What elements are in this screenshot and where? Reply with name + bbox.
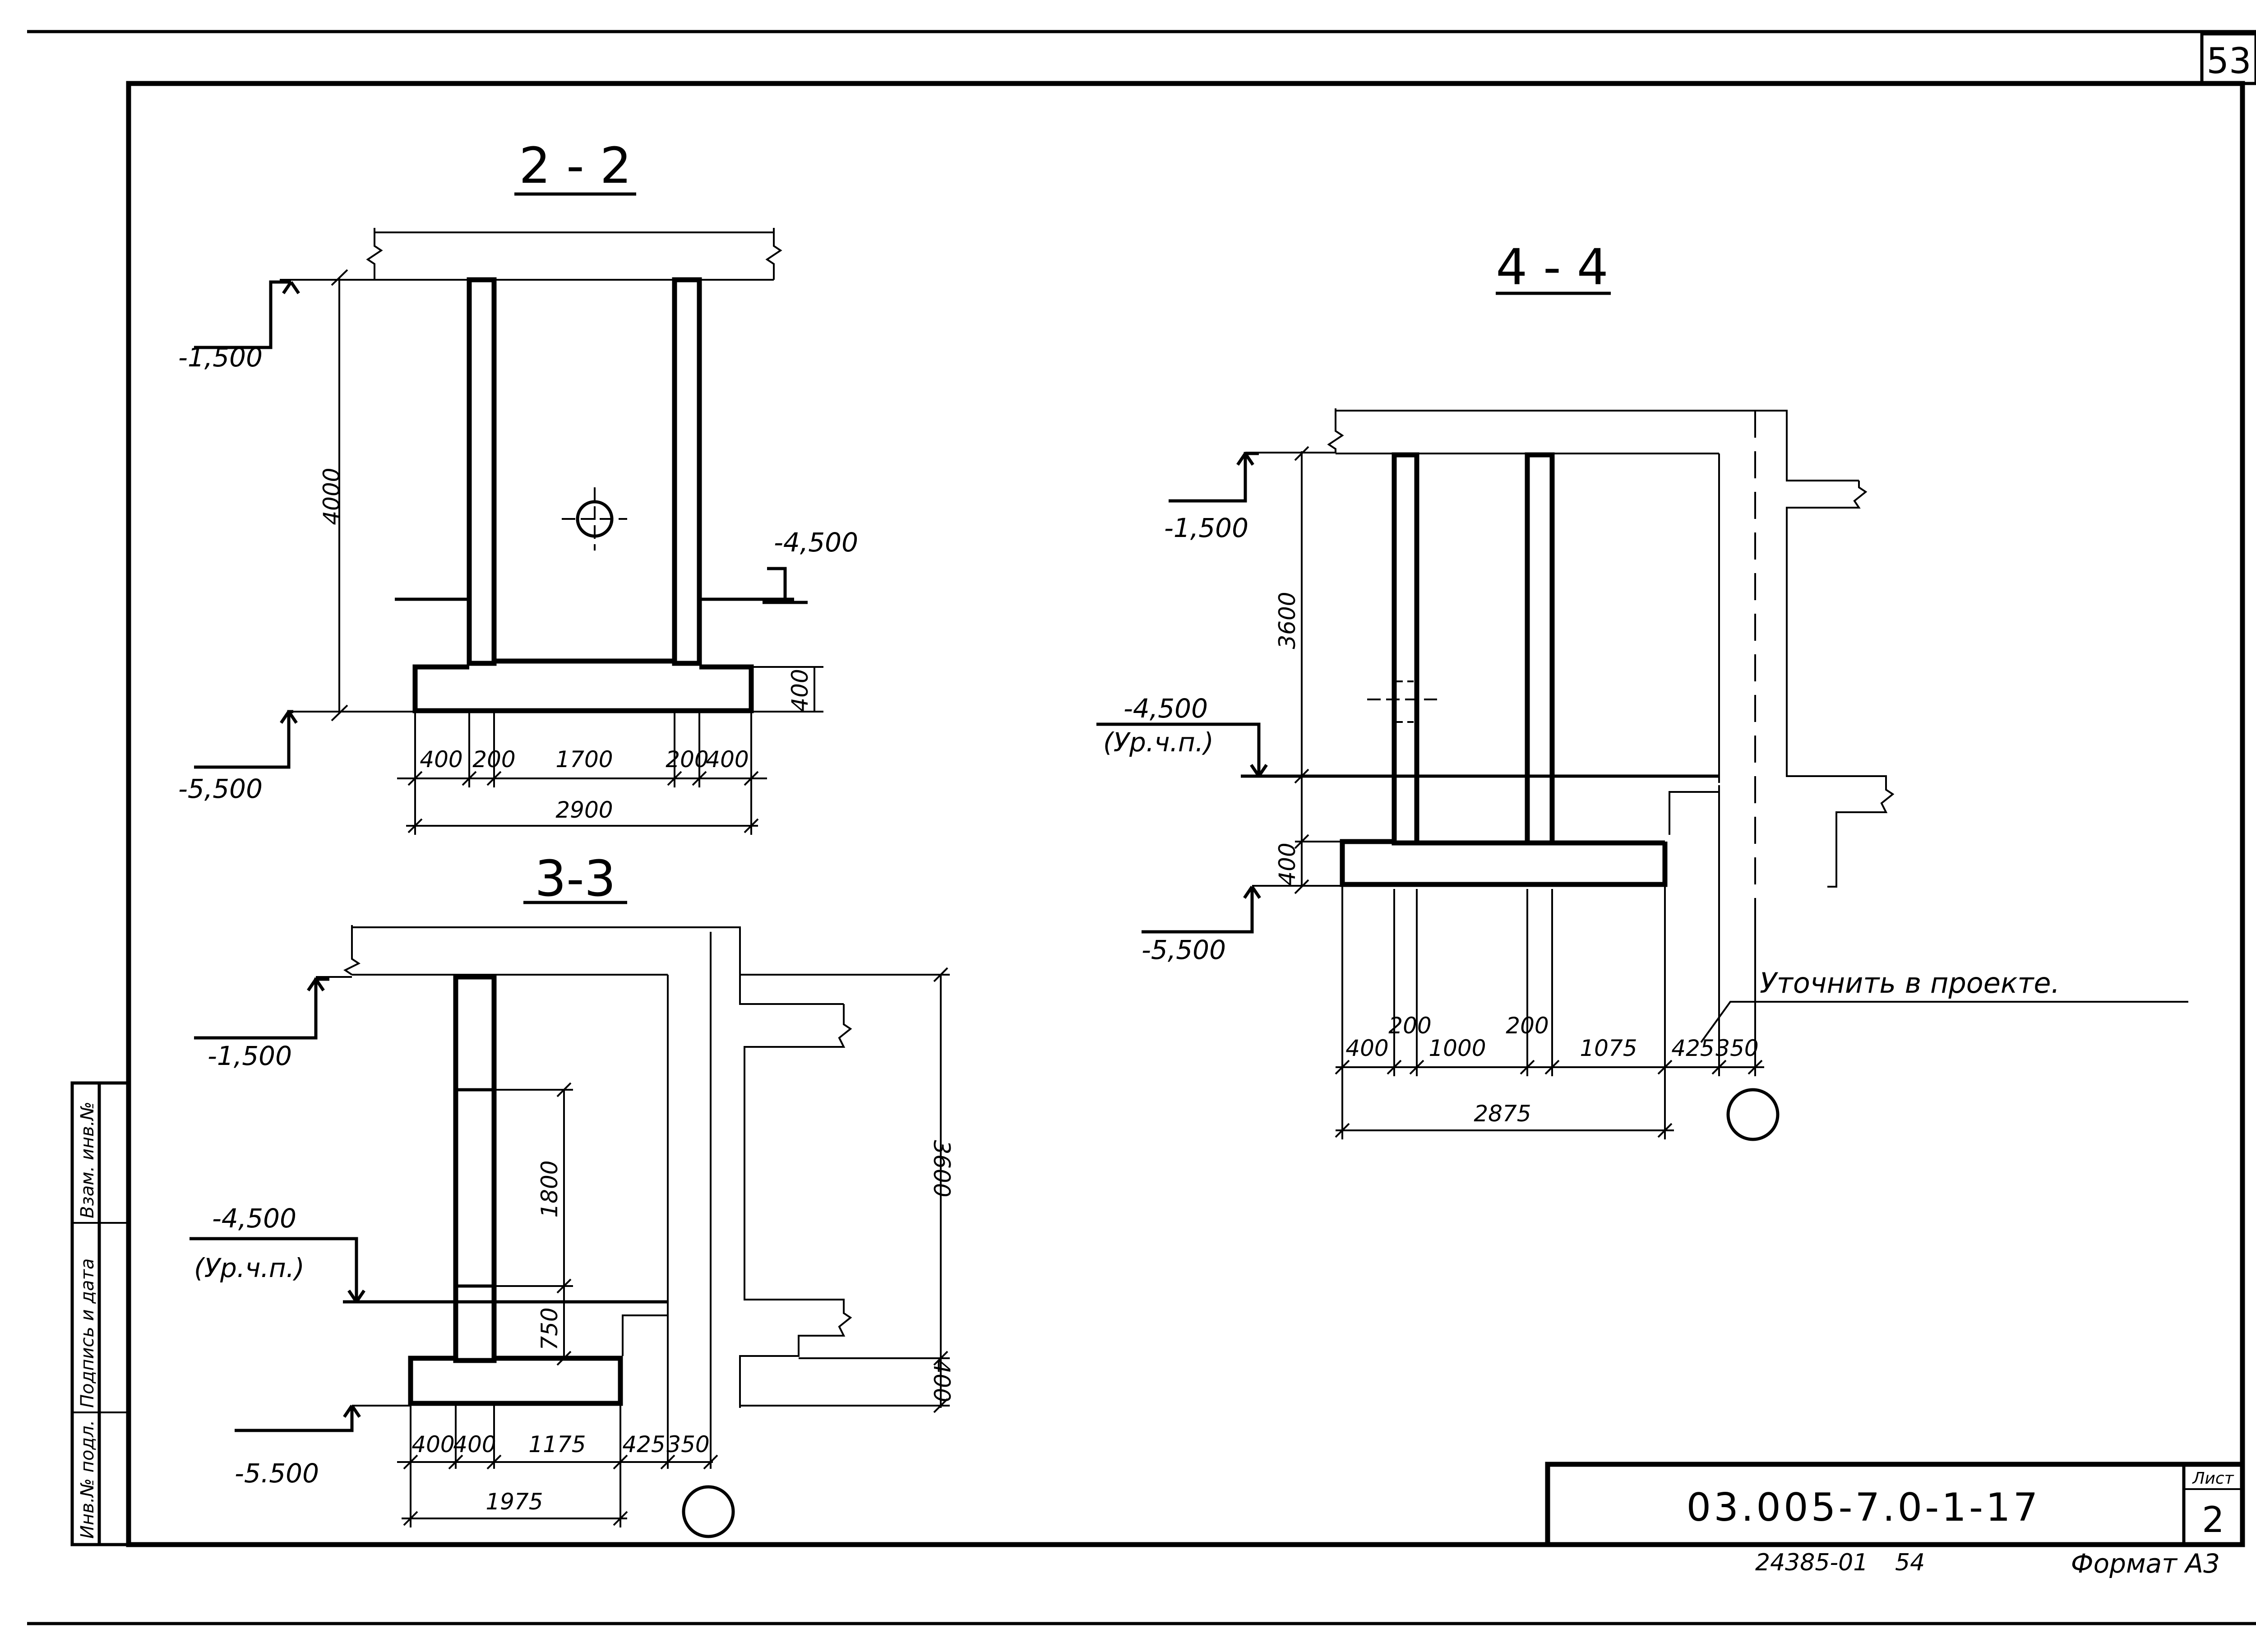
dim-2-2-d3: 1700 — [555, 746, 613, 773]
dim-3-3-d4: 425 — [622, 1431, 665, 1458]
drawing-frame — [126, 81, 2245, 1547]
page-number: 53 — [2206, 41, 2251, 82]
dim-2-2-d2: 200 — [472, 746, 515, 773]
reference-circle-4-4 — [1726, 1088, 1780, 1141]
dim-3-3-slab-400: 400 — [929, 1359, 955, 1402]
sheet-number: 2 — [2202, 1500, 2224, 1541]
dim-3-3-d3: 1175 — [528, 1431, 586, 1458]
dim-2-2-total: 2900 — [555, 797, 613, 823]
copy-number: 54 — [1895, 1549, 1925, 1576]
page-number-box: 53 — [2200, 32, 2256, 85]
dim-4-4-d5: 1075 — [1580, 1035, 1637, 1061]
level-minus-4500: -4,500 — [774, 527, 858, 558]
section-3-3-title: 3-3 — [535, 850, 616, 907]
side-stamp-replace: Взам. инв.№ — [77, 1101, 98, 1218]
dim-4-4-d1: 400 — [1345, 1035, 1388, 1061]
level-4-4-minus-1500: -1,500 — [1164, 513, 1248, 543]
dim-4-4-3600: 3600 — [1274, 592, 1300, 649]
section-4-4: 4 - 4 -1,500 -4,500 (Ур.ч.п.) — [1096, 238, 2188, 1141]
side-stamp-original: Инв.№ подл. — [77, 1420, 98, 1539]
clarify-in-project-note: Уточнить в проекте. — [1760, 967, 2060, 1000]
level-4-4-minus-5500: -5,500 — [1142, 935, 1226, 965]
dim-4-4-d6: 425 — [1671, 1035, 1714, 1061]
level-4-4-ground-note: (Ур.ч.п.) — [1103, 727, 1214, 758]
format-label: Формат А3 — [2071, 1548, 2220, 1579]
level-3-3-minus-1500: -1,500 — [208, 1041, 292, 1071]
dim-4-4-slab-400: 400 — [1274, 842, 1300, 885]
level-3-3-ground-note: (Ур.ч.п.) — [194, 1253, 305, 1283]
section-2-2-title: 2 - 2 — [519, 137, 632, 194]
dim-4-4-d4: 200 — [1506, 1013, 1549, 1039]
level-minus-1500: -1,500 — [178, 342, 263, 373]
side-stamp-signature: Подпись и дата — [77, 1259, 98, 1408]
dim-slab-400: 400 — [787, 669, 813, 712]
dim-2-2-d1: 400 — [420, 746, 462, 773]
inventory-number: 24385-01 — [1755, 1549, 1868, 1576]
section-3-3: 3-3 -1,500 -4,500 (Ур.ч.п.) -5.5 — [190, 850, 955, 1538]
level-4-4-minus-4500: -4,500 — [1123, 693, 1208, 724]
level-minus-5500: -5,500 — [178, 773, 263, 804]
dim-3-3-d1: 400 — [411, 1431, 454, 1458]
side-stamp: Инв.№ подл. Подпись и дата Взам. инв.№ — [70, 1081, 130, 1546]
document-designation: 03.005-7.0-1-17 — [1687, 1485, 2041, 1530]
title-block: 03.005-7.0-1-17 Лист 2 24385-01 54 Форма… — [1545, 1462, 2245, 1579]
dim-2-2-d4: 200 — [666, 746, 708, 773]
dim-1800: 1800 — [536, 1160, 563, 1217]
dim-4-4-d2: 200 — [1388, 1013, 1431, 1039]
sheet-label: Лист — [2191, 1469, 2234, 1488]
section-4-4-title: 4 - 4 — [1496, 238, 1609, 296]
dim-4-4-d7: 350 — [1715, 1035, 1758, 1061]
dim-3-3-3600: 3600 — [929, 1140, 955, 1197]
dim-3-3-d2: 400 — [453, 1431, 496, 1458]
dim-4-4-d3: 1000 — [1428, 1035, 1486, 1061]
level-3-3-minus-4500: -4,500 — [212, 1203, 296, 1234]
section-2-2: 2 - 2 -1,500 -4,500 -5,500 — [178, 137, 858, 835]
dim-4-4-total: 2875 — [1474, 1101, 1531, 1127]
dim-3-3-d5: 350 — [666, 1431, 709, 1458]
dim-4000: 4000 — [319, 467, 345, 525]
dim-2-2-d5: 400 — [706, 746, 749, 773]
reference-circle-3-3 — [682, 1485, 735, 1538]
dim-3-3-total: 1975 — [485, 1489, 543, 1515]
dim-750: 750 — [536, 1307, 563, 1350]
level-3-3-minus-5500: -5.500 — [235, 1458, 319, 1489]
